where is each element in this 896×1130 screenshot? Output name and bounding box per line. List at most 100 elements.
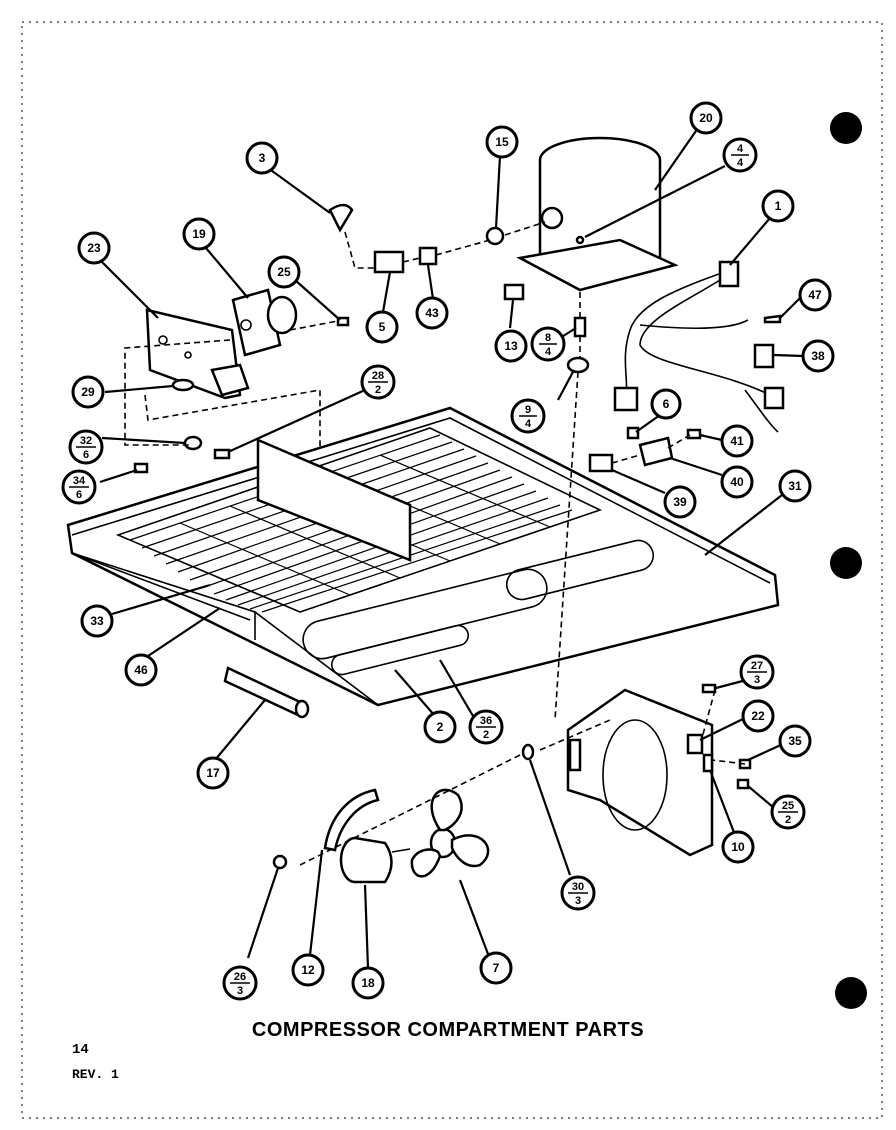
callout-c6: 6 (650, 388, 682, 420)
callout-top-label: 36 (480, 715, 492, 727)
callout-c41: 41 (720, 424, 754, 458)
base-pan-part (66, 406, 780, 707)
callout-c29: 29 (71, 375, 105, 409)
leader-lines (99, 127, 804, 969)
callout-c36: 36 2 (468, 709, 504, 745)
callout-label: 3 (259, 151, 266, 165)
fan-bracket-part (566, 688, 714, 857)
callout-bottom-label: 4 (545, 346, 552, 358)
callout-label: 43 (425, 306, 439, 320)
small-parts (328, 203, 782, 473)
callout-c3: 3 (245, 141, 279, 175)
callout-c32: 32 6 (68, 429, 104, 465)
callout-c1: 1 (761, 189, 795, 223)
callout-bottom-label: 2 (375, 384, 381, 396)
callout-c34: 34 6 (61, 469, 97, 505)
callout-label: 35 (788, 734, 802, 748)
callout-c28: 28 2 (360, 364, 396, 400)
callout-top-label: 25 (782, 800, 794, 812)
callout-top-label: 8 (545, 332, 551, 344)
callout-c7: 7 (479, 951, 513, 985)
callout-bottom-label: 2 (483, 729, 489, 741)
callout-label: 19 (192, 227, 206, 241)
callout-bottom-label: 4 (737, 157, 744, 169)
callout-label: 5 (379, 320, 386, 334)
callout-c20: 20 (689, 101, 723, 135)
compressor-part (516, 136, 679, 292)
callout-label: 39 (673, 495, 687, 509)
page-border (21, 21, 883, 1119)
callout-c26: 26 3 (222, 965, 258, 1001)
callout-c12: 12 (291, 953, 325, 987)
callout-bottom-label: 6 (76, 489, 82, 501)
callout-c17: 17 (196, 756, 230, 790)
callout-label: 7 (493, 961, 500, 975)
callout-top-label: 34 (73, 475, 86, 487)
callout-c2: 2 (423, 710, 457, 744)
callout-label: 40 (730, 475, 744, 489)
callout-label: 10 (731, 840, 745, 854)
callout-top-label: 9 (525, 404, 531, 416)
callout-label: 12 (301, 963, 315, 977)
callout-label: 25 (277, 265, 291, 279)
callout-bottom-label: 3 (754, 674, 760, 686)
callout-label: 23 (87, 241, 101, 255)
callout-c5: 5 (365, 310, 399, 344)
assembly-lines (124, 221, 746, 866)
callout-c46: 46 (124, 653, 158, 687)
callout-c9: 9 4 (510, 398, 546, 434)
callout-label: 29 (81, 385, 95, 399)
misc-fasteners (133, 316, 350, 474)
callout-c35: 35 (778, 724, 812, 758)
callout-c40: 40 (720, 465, 754, 499)
callout-top-label: 32 (80, 435, 92, 447)
callout-label: 1 (775, 199, 782, 213)
callout-top-label: 4 (737, 143, 744, 155)
callout-label: 31 (788, 479, 802, 493)
callout-c18: 18 (351, 966, 385, 1000)
binder-hole-bottom (835, 977, 867, 1009)
callout-c47: 47 (798, 278, 832, 312)
diagram-title: COMPRESSOR COMPARTMENT PARTS (251, 1019, 645, 1041)
wire-harness-part (613, 260, 785, 433)
callout-top-label: 27 (751, 660, 763, 672)
callout-c4: 4 4 (722, 137, 758, 173)
callout-c23: 23 (77, 231, 111, 265)
callout-label: 22 (751, 709, 765, 723)
page-number: 14 (72, 1042, 89, 1058)
callout-c25b: 25 2 (770, 794, 806, 830)
callout-c15: 15 (485, 125, 519, 159)
callout-c33: 33 (80, 604, 114, 638)
binder-hole-middle (830, 547, 862, 579)
callout-bottom-label: 3 (575, 895, 581, 907)
callout-c25a: 25 (267, 255, 301, 289)
defrost-timer-part (231, 288, 298, 357)
callout-top-label: 28 (372, 370, 384, 382)
callout-bottom-label: 6 (83, 449, 89, 461)
callout-c39: 39 (663, 485, 697, 519)
callout-label: 33 (90, 614, 104, 628)
callout-c13: 13 (494, 329, 528, 363)
callout-c31: 31 (778, 469, 812, 503)
callout-bottom-label: 4 (525, 418, 532, 430)
callout-c43: 43 (415, 296, 449, 330)
condenser-coil-part (115, 427, 603, 613)
callout-c8: 8 4 (530, 326, 566, 362)
callout-label: 41 (730, 434, 744, 448)
callout-c27: 27 3 (739, 654, 775, 690)
fan-motor-part (339, 836, 411, 884)
callout-label: 38 (811, 349, 825, 363)
callout-bottom-label: 2 (785, 814, 791, 826)
callout-c10: 10 (721, 830, 755, 864)
motor-bracket-part (323, 788, 380, 852)
fan-blade-part (410, 788, 490, 878)
callout-c22: 22 (741, 699, 775, 733)
drain-tube-part (223, 666, 310, 719)
callout-label: 13 (504, 339, 518, 353)
callout-label: 17 (206, 766, 220, 780)
callout-label: 46 (134, 663, 148, 677)
callout-label: 20 (699, 111, 713, 125)
binder-hole-top (830, 112, 862, 144)
callout-label: 15 (495, 135, 509, 149)
